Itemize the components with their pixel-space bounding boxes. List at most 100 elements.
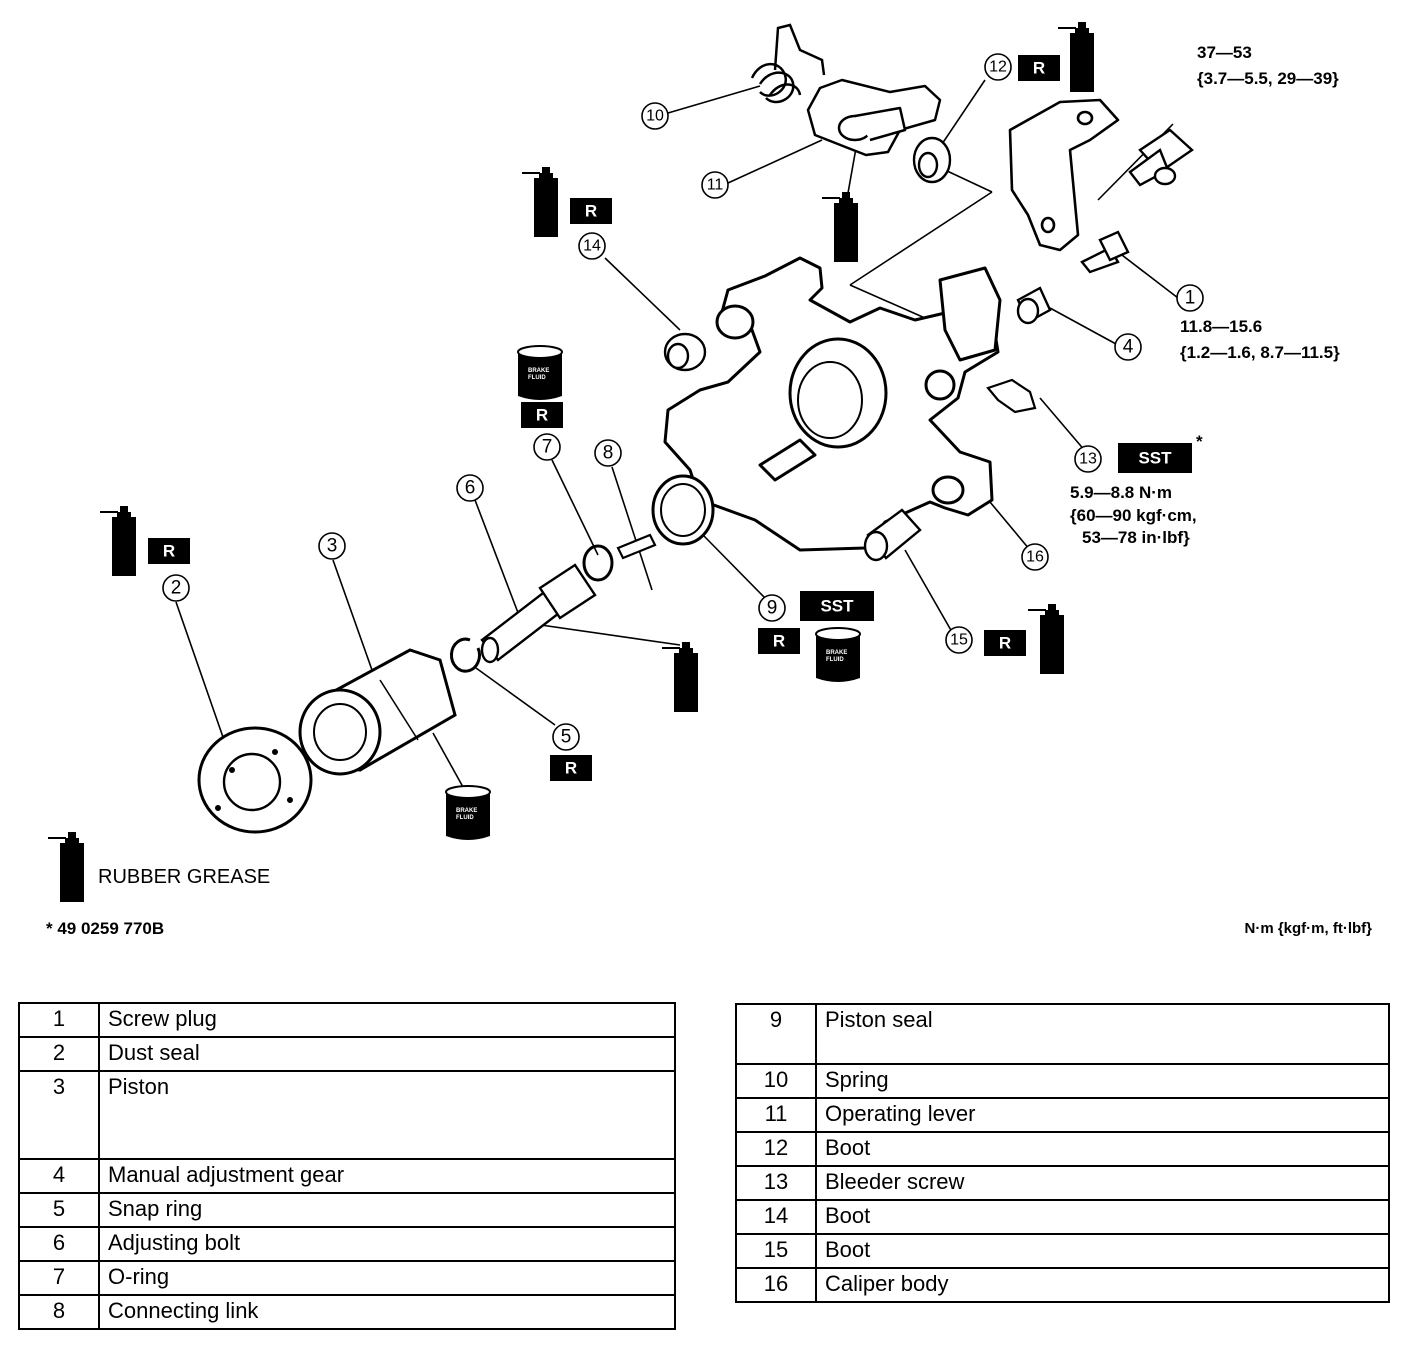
callout-6: 6 [465,478,476,499]
part-name: Manual adjustment gear [98,1158,676,1194]
callout-2: 2 [171,578,182,599]
part-name: Spring [815,1063,1390,1099]
sst-badge: SST [1118,443,1192,473]
piston-seal [651,474,715,546]
grease-can-icon [47,831,91,903]
grease-can-icon [1057,21,1101,93]
callout-10: 10 [646,108,664,125]
dust-seal [197,726,313,834]
replace-badge: R [984,630,1026,656]
torque-plug-line1: 11.8—15.6 [1180,317,1262,336]
part-name: Snap ring [98,1192,676,1228]
svg-text:SST: SST [1138,449,1172,468]
part-number: 5 [18,1192,100,1228]
connecting-link [616,533,657,560]
part-name: Bleeder screw [815,1165,1390,1201]
part-number: 4 [18,1158,100,1194]
part-number: 6 [18,1226,100,1262]
adjusting-bolt [480,563,597,664]
callout-16: 16 [1026,549,1044,566]
part-number: 2 [18,1036,100,1072]
brake-fluid-icon [815,627,861,683]
part-name: Connecting link [98,1294,676,1330]
piston [298,648,457,776]
spring [750,23,826,104]
part-number: 12 [735,1131,817,1167]
snap-ring [450,637,481,673]
part-number: 9 [735,1003,817,1065]
part-name: Piston [98,1070,676,1160]
callout-1: 1 [1185,288,1196,309]
torque-bleeder-line3: 53—78 in·lbf} [1082,528,1190,547]
torque-bleeder-line1: 5.9—8.8 N·m [1070,483,1172,502]
callout-9: 9 [767,598,778,619]
brake-fluid-icon [517,345,563,401]
boot-12 [912,136,952,184]
part-number: 11 [735,1097,817,1133]
svg-text:R: R [999,634,1011,653]
caliper-body [663,256,1002,552]
rubber-grease-legend: RUBBER GREASE [98,866,270,888]
callout-12: 12 [989,59,1007,76]
parking-bracket [1008,98,1120,252]
svg-text:R: R [536,406,548,425]
callout-3: 3 [327,536,338,557]
part-name: Operating lever [815,1097,1390,1133]
boot-15 [863,508,922,562]
part-name: Caliper body [815,1267,1390,1303]
torque-bleeder-line2: {60—90 kgf·cm, [1070,506,1197,525]
replace-badge: R [521,402,563,428]
callout-labels: 1 2 3 4 5 6 7 8 9 10 11 12 13 14 15 16 [171,59,1196,748]
svg-text:R: R [585,202,597,221]
o-ring [582,544,614,582]
part-number: 13 [735,1165,817,1201]
replace-badge: R [550,755,592,781]
part-name: Boot [815,1233,1390,1269]
part-name: O-ring [98,1260,676,1296]
sst-asterisk: * [1196,432,1203,451]
callout-13: 13 [1079,451,1097,468]
callout-4: 4 [1123,337,1134,358]
callout-8: 8 [603,443,614,464]
part-number: 1 [18,1002,100,1038]
screw-plug [1080,230,1130,274]
torque-bolt-line2: {3.7—5.5, 29—39} [1197,69,1339,88]
part-number: 15 [735,1233,817,1269]
part-number: 3 [18,1070,100,1160]
leader-lines [175,79,1179,788]
part-name: Boot [815,1199,1390,1235]
part-number: 16 [735,1267,817,1303]
grease-can-icon [661,641,705,713]
torque-plug-line2: {1.2—1.6, 8.7—11.5} [1180,343,1340,362]
callout-14: 14 [583,238,601,255]
svg-text:R: R [163,542,175,561]
part-name: Dust seal [98,1036,676,1072]
exploded-caliper-diagram: GREASE BRAKE FLUID [46,21,1373,938]
units-note: N·m {kgf·m, ft·lbf} [1245,920,1373,937]
svg-text:SST: SST [820,597,854,616]
adjustment-gear [1016,286,1052,325]
part-name: Piston seal [815,1003,1390,1065]
callout-numbers [162,53,1204,751]
svg-text:R: R [1033,59,1045,78]
part-number: 8 [18,1294,100,1330]
brake-fluid-icon [445,785,491,841]
callout-15: 15 [950,632,968,649]
sst-number: * 49 0259 770B [46,919,164,938]
grease-can-icon [821,191,865,263]
